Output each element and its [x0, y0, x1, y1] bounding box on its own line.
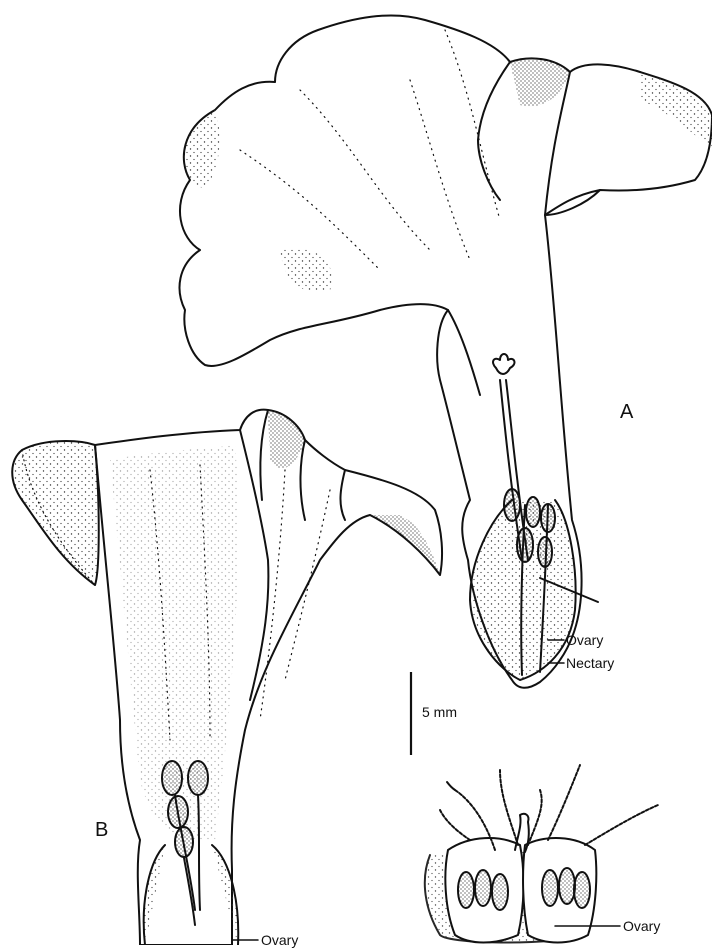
panel-b-label: B	[95, 820, 108, 840]
flower-a-stigma	[493, 354, 514, 374]
flower-b-left-lobe	[12, 441, 99, 585]
flower-c-anther	[458, 872, 474, 908]
callout-a-nectary: Nectary	[566, 656, 614, 670]
flower-a	[180, 15, 712, 687]
callout-a-ovary: Ovary	[566, 633, 603, 647]
callout-c-ovary: Ovary	[623, 919, 660, 933]
flower-b-anther	[162, 761, 182, 795]
panel-a-label: A	[620, 402, 633, 422]
scale-bar-label: 5 mm	[422, 705, 457, 719]
flower-detail-c	[425, 765, 658, 943]
flower-b	[12, 410, 442, 945]
flower-a-anther	[504, 489, 520, 521]
flower-a-corolla	[180, 15, 712, 687]
flower-b-calyx	[144, 845, 165, 945]
